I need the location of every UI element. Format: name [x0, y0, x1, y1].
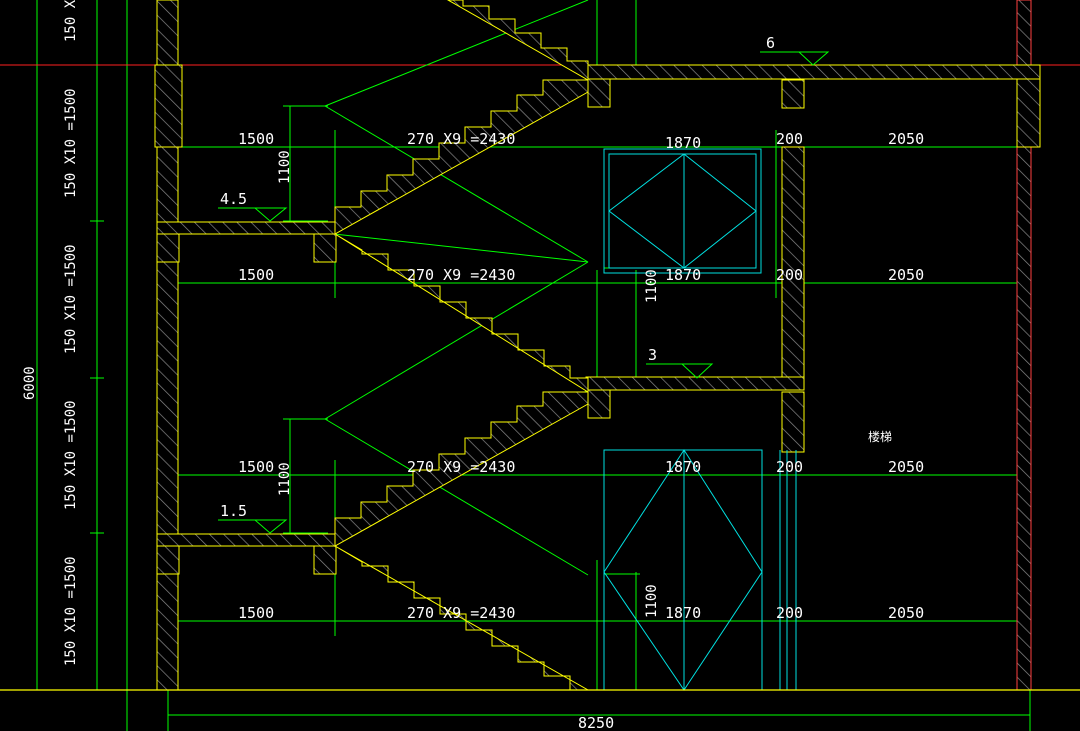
row-3-landing: 1500 [238, 604, 274, 622]
door [603, 449, 797, 691]
flight-dim-0: 150 X10 =1500 [63, 0, 79, 42]
flight-dim-1: 150 X10 =1500 [63, 88, 79, 198]
level-label-4-5: 4.5 [220, 190, 247, 208]
stair-flight-upper [446, 0, 589, 81]
row-0-opening: 1870 [665, 134, 701, 152]
stair-flights [334, 0, 590, 691]
horizontal-dimension-lines [168, 146, 1030, 716]
row-3-run: 270 X9 =2430 [407, 604, 515, 622]
stair-flight-2 [334, 79, 589, 235]
slabs [154, 64, 1041, 575]
row-2-room: 2050 [888, 458, 924, 476]
bottom-width-label: 8250 [578, 714, 614, 731]
row-1-room: 2050 [888, 266, 924, 284]
rail-dim-1: 1100 [644, 269, 660, 303]
row-3-wall: 200 [776, 604, 803, 622]
stair-flight-4 [334, 391, 589, 547]
window [603, 148, 762, 274]
row-0-wall: 200 [776, 130, 803, 148]
row-0-room: 2050 [888, 130, 924, 148]
row-2-landing: 1500 [238, 458, 274, 476]
flight-dim-4: 150 X10 =1500 [63, 556, 79, 666]
level-markers [218, 51, 830, 534]
level-label-6: 6 [766, 34, 775, 52]
row-1-wall: 200 [776, 266, 803, 284]
flight-dim-2: 150 X10 =1500 [63, 244, 79, 354]
row-3-room: 2050 [888, 604, 924, 622]
flight-dim-3: 150 X10 =1500 [63, 400, 79, 510]
row-1-opening: 1870 [665, 266, 701, 284]
stair-flight-5 [334, 545, 590, 691]
rail-dim-0: 1100 [277, 150, 293, 184]
rail-dim-2: 1100 [277, 462, 293, 496]
row-1-run: 270 X9 =2430 [407, 266, 515, 284]
row-2-run: 270 X9 =2430 [407, 458, 515, 476]
row-2-wall: 200 [776, 458, 803, 476]
total-height-label: 6000 [22, 366, 38, 400]
rail-dim-3: 1100 [644, 584, 660, 618]
level-label-3: 3 [648, 346, 657, 364]
row-2-opening: 1870 [665, 458, 701, 476]
row-3-opening: 1870 [665, 604, 701, 622]
row-0-run: 270 X9 =2430 [407, 130, 515, 148]
room-label: 楼梯 [868, 429, 892, 444]
row-1-landing: 1500 [238, 266, 274, 284]
row-0-landing: 1500 [238, 130, 274, 148]
level-label-1-5: 1.5 [220, 502, 247, 520]
walls [156, 0, 1032, 691]
stair-flight-3 [334, 233, 589, 393]
